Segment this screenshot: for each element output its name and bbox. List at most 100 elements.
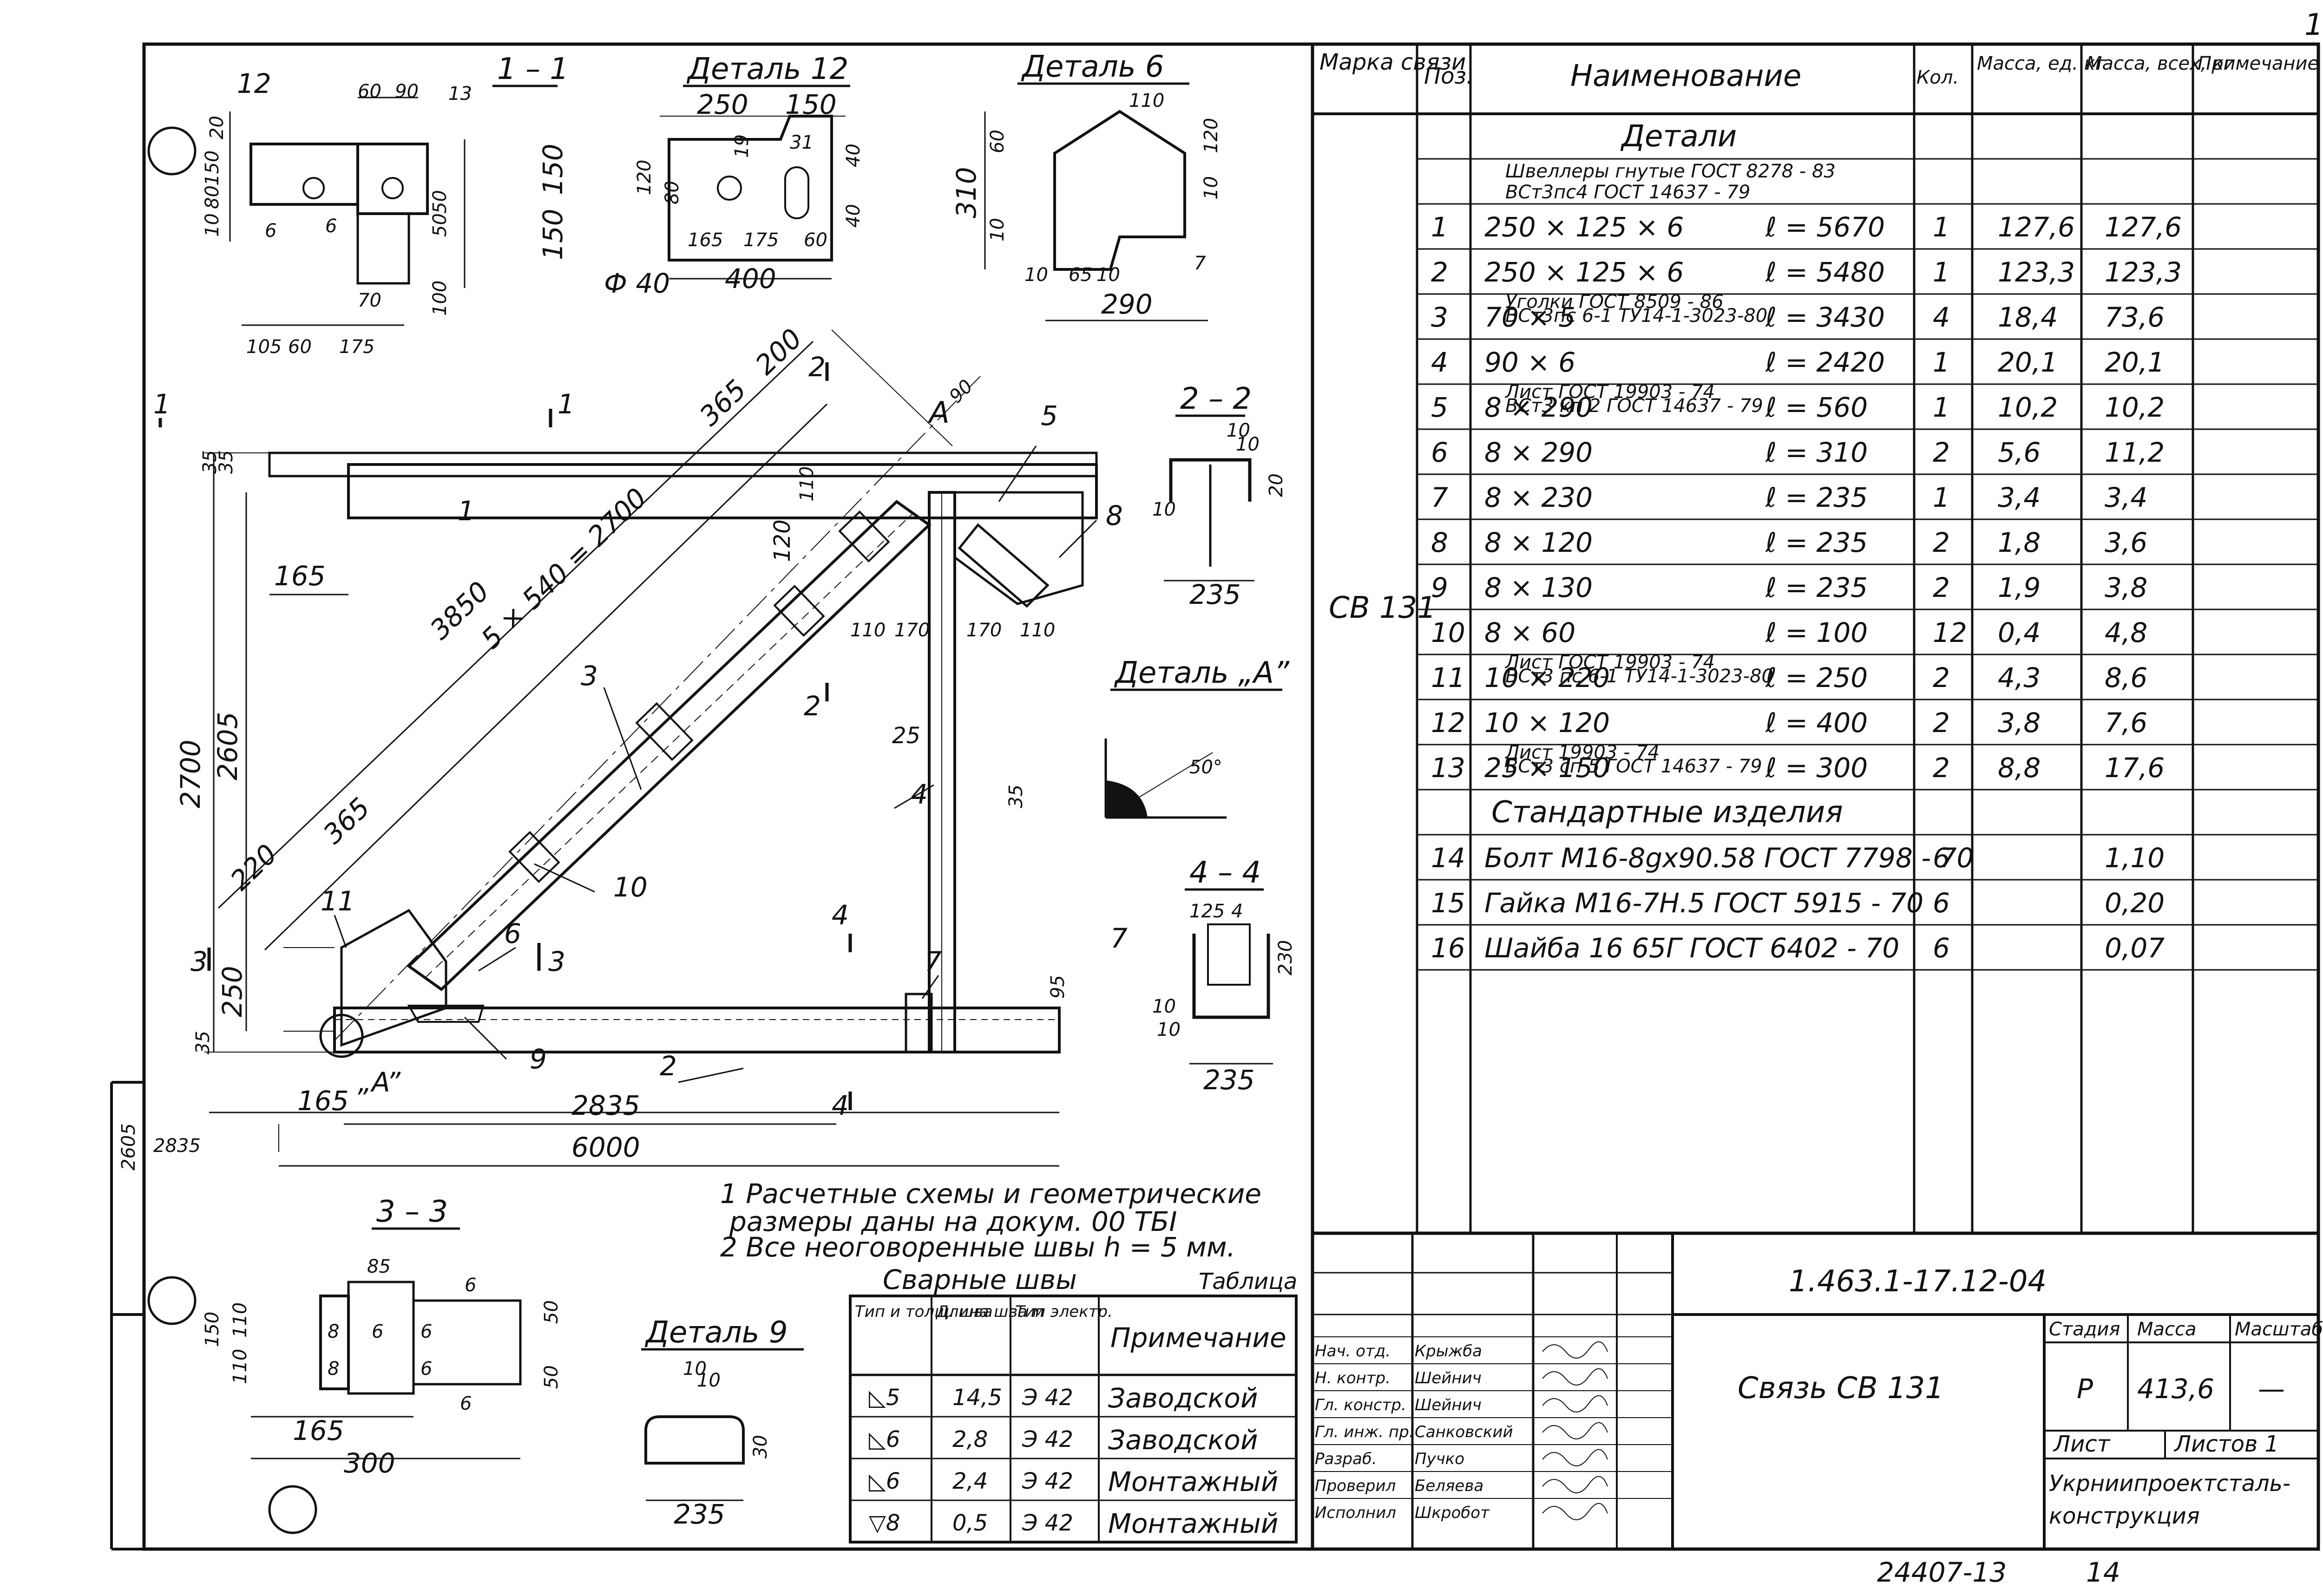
svg-text:2835: 2835 (571, 1090, 640, 1121)
signature-row: Нач. отд.Крыжба (1312, 1336, 1673, 1361)
spec-cell-m1: 4,3 (1998, 662, 2041, 693)
svg-text:35: 35 (199, 450, 221, 474)
position-labels: 1 2 3 4 5 6 7 8 9 10 11 (321, 400, 1123, 1082)
svg-text:1: 1 (458, 495, 475, 527)
spec-cell-name: 8 × 120 (1484, 527, 1593, 558)
org-name-line2: конструкция (2049, 1503, 2200, 1529)
signature-row: Н. контр.Шейнич (1312, 1363, 1673, 1387)
svg-text:6: 6 (504, 918, 521, 949)
svg-text:Э 42: Э 42 (1022, 1385, 1073, 1411)
svg-text:110: 110 (850, 620, 886, 641)
section-2-2: 2 – 2 10 10 20 10 235 (1152, 382, 1287, 610)
svg-text:70: 70 (358, 290, 381, 311)
svg-text:10: 10 (697, 1370, 721, 1391)
spec-cell-qty: 1 (1933, 347, 1950, 378)
section-3-3: 3 – 3 85 6 150 110 110 8 8 6 6 6 50 50 1… (202, 1195, 562, 1479)
spec-cell-m2: 127,6 (2105, 211, 2182, 243)
spec-cell-m2: 1,10 (2105, 842, 2165, 874)
stage-value: Р (2077, 1373, 2093, 1405)
svg-text:110: 110 (796, 466, 818, 502)
spec-group-heading: Лист ГОСТ 19903 - 74 (1504, 381, 1715, 403)
svg-text:150: 150 (785, 89, 837, 120)
svg-text:10: 10 (1227, 420, 1250, 441)
spec-cell-pos: 9 (1431, 572, 1448, 603)
svg-text:165: 165 (688, 229, 723, 251)
svg-text:50: 50 (429, 213, 451, 237)
spec-cell-pos: 6 (1431, 437, 1448, 468)
note-line-2: размеры даны на докум. 00 ТБI (729, 1206, 1177, 1237)
spec-cell-qty: 2 (1933, 572, 1950, 603)
svg-text:2605: 2605 (118, 1123, 139, 1171)
svg-text:6: 6 (325, 216, 337, 237)
spec-cell-name: 70 × 5 (1484, 301, 1575, 333)
spec-cell-m1: 127,6 (1998, 211, 2075, 243)
svg-text:Ф 40: Ф 40 (604, 268, 670, 299)
spec-cell-name: Болт М16-8gх90.58 ГОСТ 7798 - 70 (1484, 842, 1974, 874)
signature-name: Шейнич (1415, 1396, 1482, 1414)
svg-text:90: 90 (945, 376, 978, 408)
spec-th-pos: Поз. (1424, 63, 1473, 89)
spec-cell-len: ℓ = 2420 (1765, 347, 1885, 378)
spec-cell-m2: 20,1 (2105, 347, 2165, 378)
svg-text:2: 2 (1110, 796, 1122, 818)
svg-text:10: 10 (1152, 996, 1176, 1017)
svg-text:365: 365 (317, 791, 376, 850)
svg-text:10: 10 (613, 871, 648, 903)
signature-mark (1542, 1449, 1608, 1466)
svg-text:120: 120 (634, 160, 655, 195)
svg-text:235: 235 (1189, 579, 1241, 610)
spec-cell-m1: 1,9 (1998, 572, 2041, 603)
weld-row: ◺6 2,8 Э 42 Заводской (869, 1424, 1258, 1456)
spec-cell-m2: 0,07 (2105, 932, 2165, 964)
spec-cell-m2: 7,6 (2105, 707, 2147, 739)
svg-text:◺5: ◺5 (869, 1385, 900, 1411)
spec-cell-name: 8 × 290 (1484, 392, 1593, 423)
spec-cell-len: ℓ = 235 (1765, 527, 1868, 558)
svg-text:Монтажный: Монтажный (1108, 1466, 1278, 1498)
svg-text:290: 290 (1101, 288, 1153, 320)
svg-text:80: 80 (662, 181, 683, 204)
svg-text:3: 3 (548, 946, 565, 977)
detail-6: Деталь 6 110 60 120 310 10 10 10 65 10 7… (951, 50, 1222, 321)
weld-th-electrode: Тип электр. (1015, 1302, 1113, 1321)
notes: 1 Расчетные схемы и геометрические разме… (720, 1178, 1261, 1263)
detail-12-title: Деталь 12 (686, 52, 848, 86)
svg-text:10: 10 (1157, 1019, 1181, 1040)
spec-cell-name: 250 × 125 × 6 (1484, 211, 1684, 243)
svg-text:310: 310 (951, 167, 982, 218)
weld-row: ◺5 14,5 Э 42 Заводской (869, 1382, 1258, 1414)
detail-6-title: Деталь 6 (1021, 50, 1164, 84)
svg-text:80: 80 (202, 185, 223, 209)
svg-text:230: 230 (1275, 940, 1296, 975)
svg-text:10: 10 (1024, 264, 1048, 286)
svg-text:165: 165 (274, 560, 326, 592)
spec-group-heading: Швеллеры гнутые ГОСТ 8278 - 83 (1505, 161, 1836, 182)
spec-cell-qty: 2 (1933, 527, 1950, 558)
section-1-1: 1 – 1 12 60 90 13 20 150 80 10 6 6 50 50… (202, 52, 569, 358)
section-1-1-title: 1 – 1 (497, 52, 569, 86)
spec-section-heading: Детали (1620, 119, 1737, 154)
svg-text:6: 6 (460, 1393, 472, 1414)
svg-text:110: 110 (230, 1349, 251, 1384)
signature-name: Шейнич (1415, 1369, 1482, 1387)
spec-cell-len: ℓ = 3430 (1765, 301, 1885, 333)
mass-label: Масса (2137, 1319, 2197, 1340)
svg-text:6: 6 (420, 1321, 432, 1342)
spec-cell-pos: 16 (1431, 932, 1465, 964)
signature-name: Санковский (1415, 1423, 1513, 1441)
svg-text:Э 42: Э 42 (1022, 1510, 1073, 1536)
signature-mark (1542, 1422, 1608, 1439)
signature-row: Разраб.Пучко (1312, 1444, 1673, 1468)
svg-text:170: 170 (966, 620, 1002, 641)
svg-text:9: 9 (530, 1043, 547, 1075)
svg-text:▽8: ▽8 (869, 1510, 900, 1536)
svg-text:4: 4 (832, 1090, 849, 1121)
spec-cell-m2: 4,8 (2105, 617, 2147, 648)
weld-row: ▽8 0,5 Э 42 Монтажный (869, 1508, 1278, 1539)
svg-text:175: 175 (743, 229, 779, 251)
